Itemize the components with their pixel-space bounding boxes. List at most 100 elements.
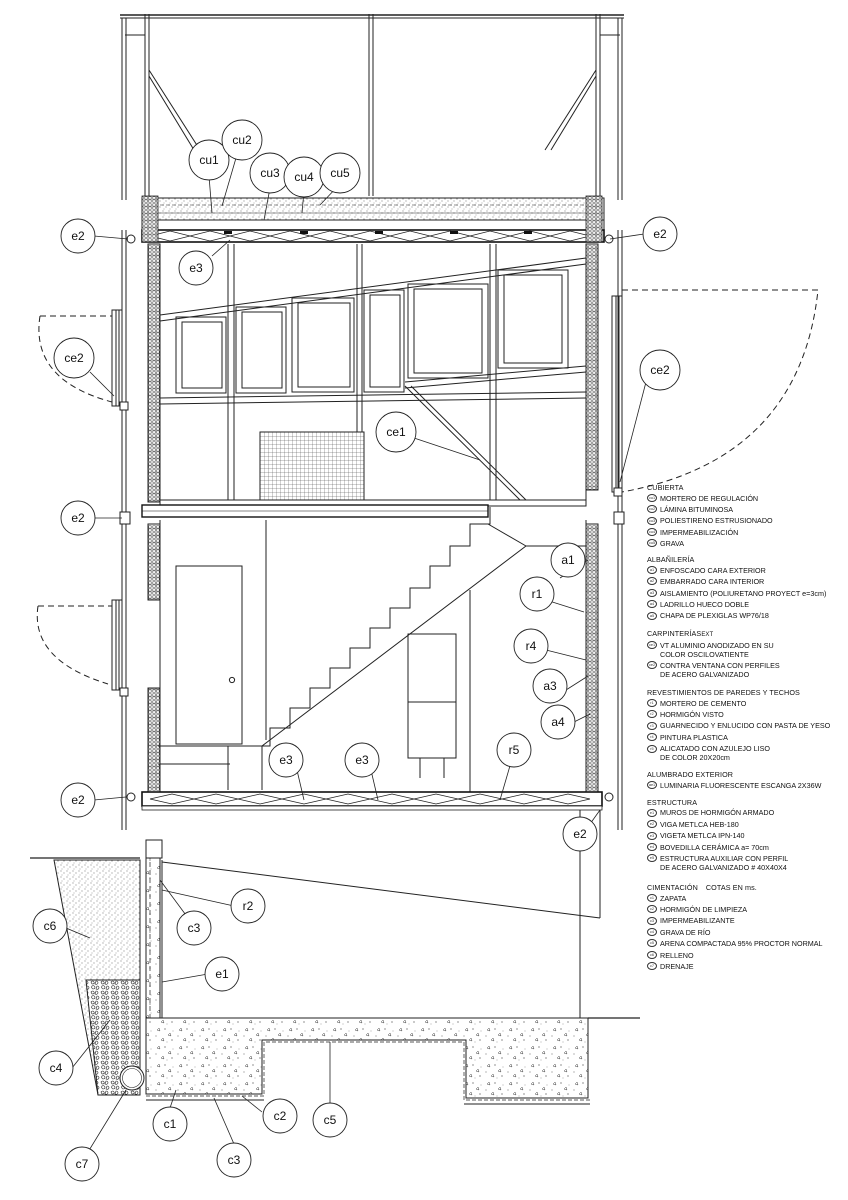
svg-text:r1: r1 [532,587,543,601]
legend-title-text: CIMENTACIÓN [647,883,698,892]
svg-text:e2: e2 [71,229,85,243]
legend-item-label: LÁMINA BITUMINOSA [660,504,734,514]
legend-item-label: MUROS DE HORMIGÓN ARMADO [660,808,775,818]
tag-c5: c5 [312,1102,348,1138]
svg-text:e2: e2 [71,793,85,807]
legend-code-badge: e5 [647,854,657,863]
svg-text:ce2: ce2 [650,363,670,377]
legend-code-badge: a1 [647,566,657,575]
foundation [30,810,640,1105]
tag-c1: c1 [152,1106,188,1142]
svg-text:e2: e2 [71,511,85,525]
svg-text:a3: a3 [543,679,557,693]
tag-r2: r2 [230,888,266,924]
legend-code-badge: c3 [647,916,657,925]
svg-text:c5: c5 [324,1113,337,1127]
legend-title-text: ESTRUCTURA [647,797,698,807]
tag-c2: c2 [262,1098,298,1134]
legend-code-badge: e2 [647,820,657,829]
legend-item-label: IMPERMEABILIZACIÓN [660,527,739,537]
tag-cu1: cu1 [188,139,230,181]
legend-item-label: LUMINARIA FLUORESCENTE ESCANGA 2X36W [660,780,822,790]
tag-cu5: cu5 [319,152,361,194]
legend-item-label: IMPERMEABILIZANTE [660,916,735,926]
svg-text:c6: c6 [44,919,57,933]
legend-code-badge: e4 [647,842,657,851]
legend-item-label: EMBARRADO CARA INTERIOR [660,577,765,587]
svg-text:e3: e3 [355,753,369,767]
tag-e3: e3 [344,742,380,778]
legend-item-label: GRAVA [660,539,685,549]
tag-cu4: cu4 [283,156,325,198]
legend-item-label: DRENAJE [660,961,694,971]
legend-code-badge: r1 [647,698,657,707]
legend-item-label: LADRILLO HUECO DOBLE [660,599,750,609]
legend-code-badge: cu2 [647,505,657,514]
legend-item-label: ARENA COMPACTADA 95% PROCTOR NORMAL [660,939,823,949]
legend-code-badge: c4 [647,928,657,937]
legend-item-label: RELLENO [660,950,694,960]
legend-item-label: GRAVA DE RÍO [660,927,711,937]
tag-c7: c7 [64,1146,100,1182]
tag-c3: c3 [176,910,212,946]
legend-item-label: CONTRA VENTANA CON PERFILES DE ACERO GAL… [660,661,780,680]
svg-text:e3: e3 [189,261,203,275]
svg-text:e2: e2 [653,227,667,241]
legend-item-label: ZAPATA [660,893,687,903]
roof-slab [141,195,605,243]
upper-room [147,243,599,507]
legend-item-label: HORMIGÓN DE LIMPIEZA [660,904,748,914]
legend-item-label: BOVEDILLA CERÁMICA a= 70cm [660,842,769,852]
legend-item-label: ENFOSCADO CARA EXTERIOR [660,565,766,575]
tag-ce2: ce2 [53,337,95,379]
legend-item-label: AISLAMIENTO (POLIURETANO PROYECT e=3cm) [660,588,827,598]
tag-e1: e1 [204,956,240,992]
legend-title-revestimientos: REVESTIMIENTOS DE PAREDES Y TECHOS [647,689,845,696]
svg-text:cu4: cu4 [294,170,314,184]
svg-text:c2: c2 [274,1109,287,1123]
svg-text:a1: a1 [561,553,575,567]
svg-text:e1: e1 [215,967,229,981]
svg-text:r4: r4 [526,639,537,653]
legend-code-badge: cu3 [647,516,657,525]
legend-code-badge: ce1 [647,641,657,649]
tag-a4: a4 [540,704,576,740]
legend-code-badge: e3 [647,831,657,840]
legend-title-albanileria: ALBAÑILERÍA [647,556,845,563]
legend-title-suffix: EXT [701,632,714,639]
legend-code-badge: c6 [647,950,657,959]
tag-a1: a1 [550,542,586,578]
legend-code-badge: r2 [647,710,657,719]
legend-code-badge: e1 [647,808,657,817]
legend-code-badge: c1 [647,893,657,902]
svg-text:ce2: ce2 [64,351,84,365]
legend-item-label: MORTERO DE CEMENTO [660,698,747,708]
svg-text:cu5: cu5 [330,166,350,180]
tag-a3: a3 [532,668,568,704]
svg-text:cu2: cu2 [232,133,252,147]
legend-code-badge: ae1 [647,781,657,790]
legend-code-badge: cu4 [647,528,657,537]
svg-text:c3: c3 [228,1153,241,1167]
tag-e2: e2 [60,782,96,818]
